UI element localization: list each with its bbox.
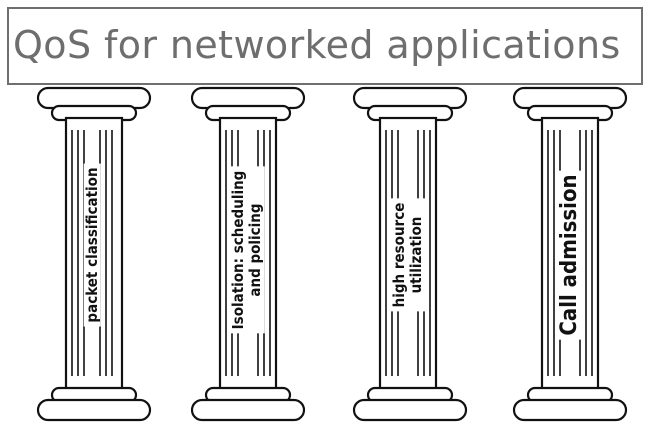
title-banner: QoS for networked applications xyxy=(7,7,643,85)
pillar-3-label-line-2: utilization xyxy=(407,216,425,294)
pillar-2-label-line-2: and policing xyxy=(246,203,264,297)
pillar-3-label: high resource utilization xyxy=(389,198,426,312)
pillar-4-label: Call admission xyxy=(556,170,583,340)
pillar-4-label-line-1: Call admission xyxy=(556,174,582,336)
pillar-2-label: Isolation: scheduling and policing xyxy=(228,166,265,334)
diagram-title: QoS for networked applications xyxy=(13,23,621,67)
pillar-2-label-line-1: Isolation: scheduling xyxy=(228,170,247,330)
pillar-1-label-line-1: packet classification xyxy=(82,167,101,323)
pillar-3-label-line-1: high resource xyxy=(389,202,408,308)
pillar-1-label: packet classification xyxy=(82,163,101,327)
